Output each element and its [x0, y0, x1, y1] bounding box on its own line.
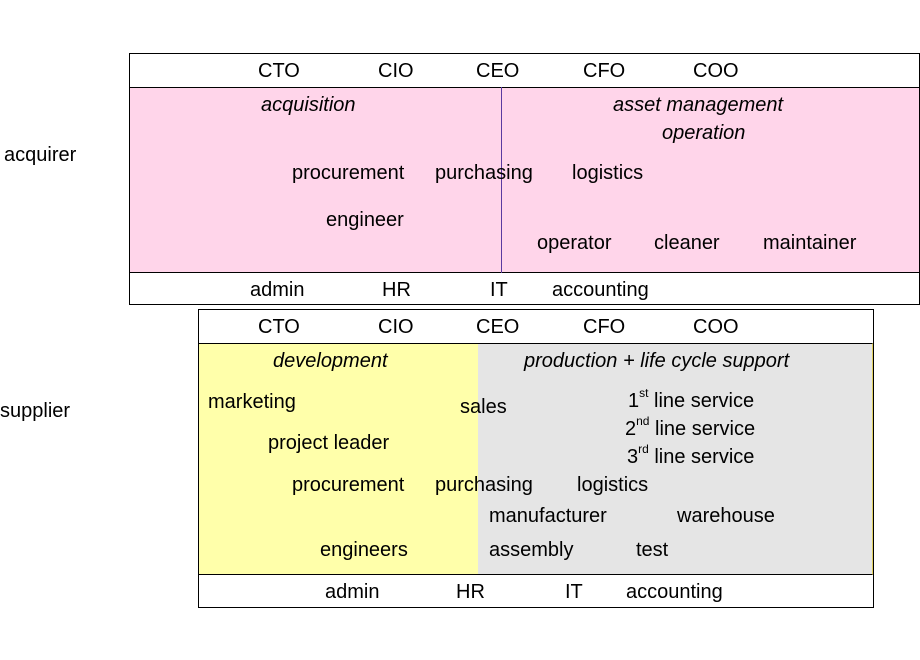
supplier-engineers: engineers	[320, 539, 408, 561]
supplier-sales: sales	[460, 396, 507, 418]
acquirer-support-it: IT	[490, 279, 508, 301]
supplier-box	[198, 309, 874, 608]
acquirer-support-accounting: accounting	[552, 279, 649, 301]
operation-title: operation	[662, 122, 746, 144]
acquirer-exec-coo: COO	[693, 60, 739, 82]
asset-management-title: asset management	[613, 94, 784, 116]
production-area	[478, 343, 873, 575]
acquirer-operator: operator	[537, 232, 612, 254]
supplier-assembly: assembly	[489, 539, 574, 561]
acquirer-purchasing: purchasing	[435, 162, 533, 184]
supplier-exec-cfo: CFO	[583, 316, 626, 338]
acquirer-support-hr: HR	[382, 279, 411, 301]
acquirer-box	[129, 53, 920, 305]
acquirer-exec-ceo: CEO	[476, 60, 520, 82]
second-line-service: 2nd line service	[625, 414, 756, 440]
supplier-warehouse: warehouse	[677, 505, 775, 527]
acquirer-label: acquirer	[4, 144, 77, 166]
acquirer-exec-cto: CTO	[258, 60, 300, 82]
supplier-label: supplier	[0, 400, 71, 422]
supplier-test: test	[636, 539, 669, 561]
development-title: development	[273, 350, 388, 372]
supplier-logistics: logistics	[577, 474, 649, 496]
supplier-support-accounting: accounting	[626, 581, 723, 603]
supplier-support-hr: HR	[456, 581, 485, 603]
acquirer-cleaner: cleaner	[654, 232, 720, 254]
acquirer-operations-band	[130, 87, 919, 273]
acquirer-exec-cio: CIO	[378, 60, 414, 82]
supplier-support-admin: admin	[325, 581, 380, 603]
supplier-procurement: procurement	[292, 474, 405, 496]
supplier-exec-ceo: CEO	[476, 316, 520, 338]
acquirer-maintainer: maintainer	[763, 232, 857, 254]
acquirer-exec-cfo: CFO	[583, 60, 626, 82]
supplier-marketing: marketing	[208, 391, 296, 413]
supplier-purchasing: purchasing	[435, 474, 533, 496]
acquirer-procurement: procurement	[292, 162, 405, 184]
supplier-manufacturer: manufacturer	[489, 505, 607, 527]
acquirer-engineer: engineer	[326, 209, 404, 231]
supplier-exec-cio: CIO	[378, 316, 414, 338]
supplier-support-it: IT	[565, 581, 583, 603]
production-title: production + life cycle support	[524, 350, 790, 372]
third-line-service: 3rd line service	[627, 442, 755, 468]
acquisition-title: acquisition	[261, 94, 356, 116]
acquirer-logistics: logistics	[572, 162, 644, 184]
development-area	[199, 343, 478, 575]
first-line-service: 1st line service	[628, 386, 755, 412]
supplier-exec-coo: COO	[693, 316, 739, 338]
supplier-project-leader: project leader	[268, 432, 390, 454]
acquirer-divider	[501, 87, 502, 273]
supplier-exec-cto: CTO	[258, 316, 300, 338]
acquirer-support-admin: admin	[250, 279, 305, 301]
